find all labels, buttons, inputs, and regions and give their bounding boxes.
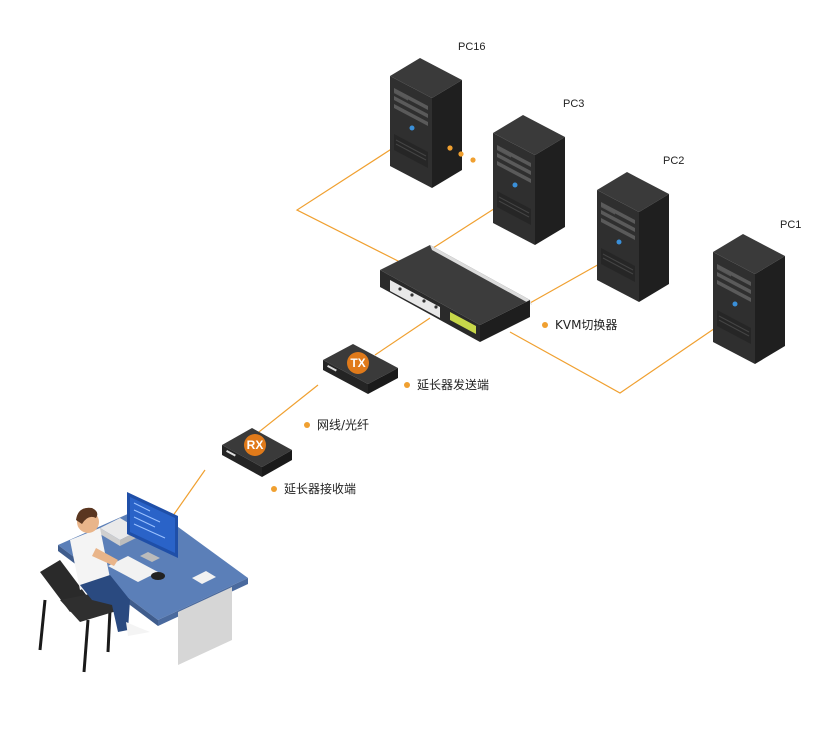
cable-bullet [304, 422, 310, 428]
kvm-label: KVM切换器 [555, 318, 617, 332]
pc16-label: PC16 [458, 41, 486, 53]
receiver-label: 延长器接收端 [284, 481, 356, 496]
person [70, 507, 150, 636]
receiver-device: RX [222, 428, 292, 477]
kvm-switch [380, 245, 532, 342]
transmitter-bullet [404, 382, 410, 388]
rx-badge [244, 434, 266, 456]
pc3-label: PC3 [563, 98, 584, 110]
wire-pc16 [295, 147, 401, 263]
wires [169, 147, 725, 521]
rx-badge-text: RX [247, 438, 264, 452]
transmitter-label: 延长器发送端 [417, 377, 489, 392]
notepad [192, 571, 216, 584]
tx-badge-text: TX [350, 356, 365, 370]
transmitter-device: TX [323, 344, 398, 394]
wire-rx-desk [169, 469, 206, 521]
wire-kvm-tx [374, 317, 431, 356]
pc2-label: PC2 [663, 155, 684, 167]
mouse [151, 572, 165, 580]
tx-badge [347, 352, 369, 374]
pc1-label: PC1 [780, 219, 801, 231]
pc16-tower [389, 57, 463, 189]
receiver-bullet [271, 486, 277, 492]
wire-pc3 [432, 204, 501, 249]
kvm-bullet [542, 322, 548, 328]
wire-pc2 [529, 257, 611, 304]
keyboard [108, 556, 158, 582]
ellipsis-dots [447, 145, 476, 163]
pc1-tower [712, 233, 786, 365]
monitor [127, 492, 178, 562]
wire-pc1 [509, 321, 725, 394]
pc2-tower [596, 171, 670, 303]
cable-label: 网线/光纤 [317, 418, 369, 432]
pc3-tower [492, 114, 566, 246]
